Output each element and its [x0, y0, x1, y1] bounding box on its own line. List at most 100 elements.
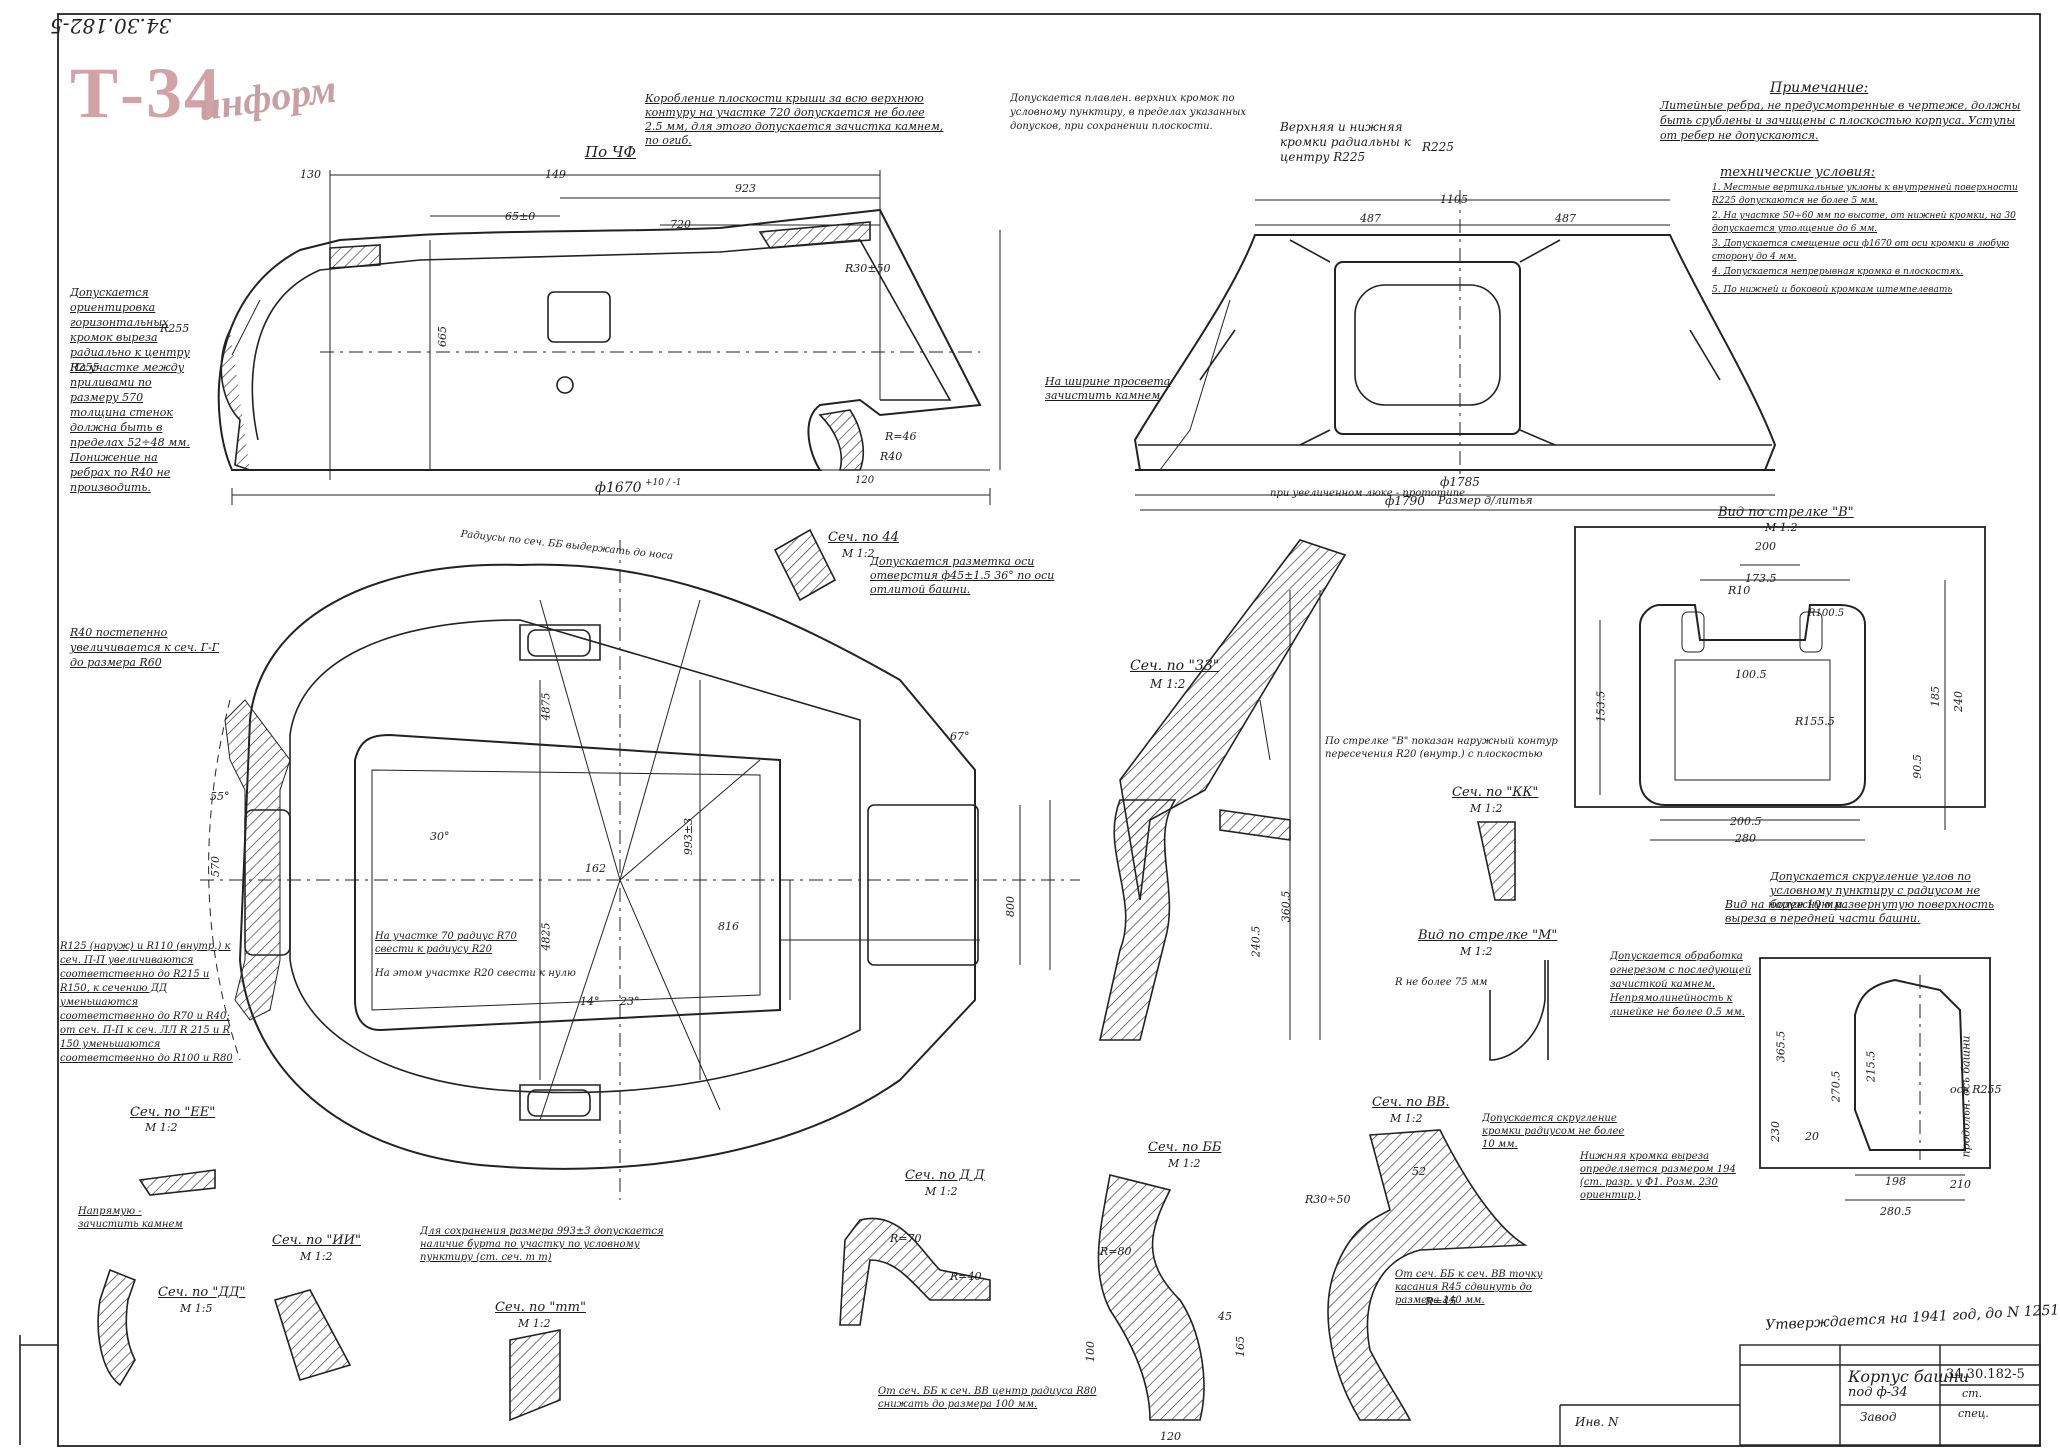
note-rounding-pil: Допускается скругление углов по условном…	[1770, 870, 1980, 911]
dim-a816: 816	[718, 920, 739, 933]
dim-w487a: 487	[1360, 212, 1381, 225]
conditions-title: технические условия:	[1720, 165, 1876, 180]
label-section-kk: Сеч. по "КК"	[1452, 785, 1539, 800]
note-r-75: R не более 75 мм	[1395, 977, 1488, 988]
view-m	[1489, 960, 1549, 1061]
dim-r305: R30÷50	[1305, 1193, 1351, 1206]
label-top-view: По ЧФ	[585, 143, 636, 161]
title-plant: Завод	[1860, 1410, 1897, 1424]
note-r20-local: На этом участке R20 свести к нулю	[375, 968, 576, 979]
note-r80-reduce: От сеч. ББ к сеч. ВВ центр радиуса R80 с…	[878, 1386, 1097, 1410]
dim-a65: 65±0	[505, 210, 536, 223]
dim-a280: 280	[1735, 832, 1756, 845]
label-view-m-scale: М 1:2	[1460, 945, 1493, 958]
label-section-ee: Сеч. по "ЕЕ"	[130, 1105, 216, 1120]
dim-a130: 130	[300, 168, 321, 181]
label-section-44-scale: М 1:2	[842, 547, 875, 560]
dim-r45: R=45	[1425, 1295, 1457, 1308]
note-top-cuts: Допускается плавлен. верхних кромок по у…	[1010, 93, 1247, 132]
dim-w487b: 487	[1555, 212, 1576, 225]
note-bb-vv-touch: От сеч. ББ к сеч. ВВ точку касания R45 с…	[1395, 1269, 1543, 1306]
dim-a720: 720	[670, 218, 691, 231]
dim-a52: 52	[1412, 1165, 1426, 1178]
dim-a55: 55°	[210, 790, 230, 803]
section-33	[1099, 539, 1347, 1041]
label-section-44: Сеч. по 44	[828, 530, 899, 545]
label-section-dd-scale: М 1:5	[180, 1302, 213, 1315]
dim-a210: 210	[1950, 1178, 1971, 1191]
title-spec: спец.	[1958, 1407, 1989, 1420]
label-section-vv-scale: М 1:2	[1390, 1112, 1423, 1125]
dim-a3605: 360.5	[1279, 890, 1293, 923]
dim-r30: R30±50	[845, 262, 891, 275]
label-view-b: Вид по стрелке "В"	[1718, 505, 1854, 520]
label-section-bb: Сеч. по ББ	[1148, 1140, 1222, 1155]
section-dd2-shape	[839, 1217, 991, 1326]
dim-a162: 162	[585, 862, 606, 875]
label-section-bb-scale: М 1:2	[1168, 1157, 1201, 1170]
label-view-m: Вид по стрелке "М"	[1418, 928, 1558, 943]
section-dd-shape	[97, 1268, 137, 1387]
dim-a2805: 280.5	[1880, 1205, 1912, 1218]
dim-a14: 14°	[580, 995, 600, 1008]
note-clear-width: На ширине просвета зачистить камнем	[1045, 375, 1171, 402]
dim-d1785: ф1785	[1440, 475, 1480, 489]
note-r125: R125 (наруж) и R110 (внутр.) к сеч. П-П …	[60, 941, 233, 1064]
section-bb-shape	[1097, 1174, 1205, 1421]
dim-a2705: 270.5	[1829, 1070, 1843, 1103]
watermark-brand: Т-34	[70, 53, 222, 133]
title-number: 34.30.182-5	[1946, 1367, 2025, 1382]
dim-r225: R225	[1422, 140, 1454, 154]
dim-a3655: 365.5	[1774, 1030, 1788, 1063]
dim-a165: 165	[1234, 1336, 1247, 1357]
dim-a30: 30°	[430, 830, 450, 843]
dim-a2405: 240.5	[1249, 925, 1263, 958]
title-variant: под ф-34	[1848, 1385, 1908, 1400]
label-section-vv: Сеч. по ВВ.	[1372, 1095, 1450, 1110]
label-section-ee-scale: М 1:2	[145, 1121, 178, 1134]
note-wall-thick: На участке между приливами по размеру 57…	[70, 361, 190, 494]
dim-d1670-tol: +10 / -1	[645, 478, 682, 488]
label-section-tt: Сеч. по "тт"	[495, 1300, 586, 1315]
remark-title: Примечание:	[1770, 80, 1869, 96]
note-r70-local: На участке 70 радиус R70 свести к радиус…	[375, 931, 517, 955]
condition-5: 5. По нижней и боковой кромкам штемпелев…	[1712, 285, 1953, 295]
label-section-tt-scale: М 1:2	[518, 1317, 551, 1330]
dim-r46: R=46	[885, 430, 917, 443]
dim-a20: 20	[1805, 1130, 1819, 1143]
dim-a993: 993±3	[682, 817, 696, 856]
condition-1: 1. Местные вертикальные уклоны к внутрен…	[1712, 183, 2018, 206]
inventory-label: Инв. N	[1575, 1415, 1619, 1429]
note-marking: Допускается разметка оси отверстия ф45±1…	[870, 555, 1055, 596]
dim-r255: R255	[160, 322, 190, 335]
section-ee-shape	[138, 1169, 216, 1196]
title-block	[1559, 1344, 2041, 1446]
condition-3: 3. Допускается смещение оси ф1670 от оси…	[1712, 239, 2010, 262]
dim-a1535: 153.5	[1594, 690, 1608, 723]
label-section-ii: Сеч. по "ИИ"	[272, 1233, 361, 1248]
label-section-33-scale: М 1:2	[1150, 677, 1186, 691]
dim-w1105: 1105	[1440, 193, 1468, 206]
dim-a120: 120	[855, 475, 875, 486]
dim-a230: 230	[1769, 1121, 1782, 1142]
dim-a23: 23°	[620, 995, 640, 1008]
dim-a67: 67°	[950, 730, 970, 743]
dim-a800: 800	[1004, 896, 1017, 917]
note-upper-lower-edges: Верхняя и нижняя кромки радиальны к цент…	[1280, 120, 1411, 164]
dim-a149: 149	[545, 168, 566, 181]
label-section-dd2-scale: М 1:2	[925, 1185, 958, 1198]
dim-a2155: 215.5	[1864, 1050, 1878, 1083]
dim-r1005: R100.5	[1808, 608, 1845, 619]
dim-a665: 665	[436, 326, 449, 347]
section-kk	[1477, 821, 1516, 901]
label-section-dd2: Сеч. по Д Д	[905, 1168, 985, 1183]
front-view-turret	[1133, 190, 1777, 511]
label-section-33: Сеч. по "33"	[1130, 658, 1220, 674]
note-along-weld: при увеличенном люке - прототипе	[1270, 488, 1466, 499]
dim-a45: 45	[1218, 1310, 1232, 1323]
dim-a100: 100	[1084, 1341, 1097, 1362]
dim-a200: 200	[1755, 540, 1776, 553]
sheet-border	[57, 13, 2041, 1447]
note-size-keep: Для сохранения размера 993±3 допускается…	[420, 1226, 664, 1263]
